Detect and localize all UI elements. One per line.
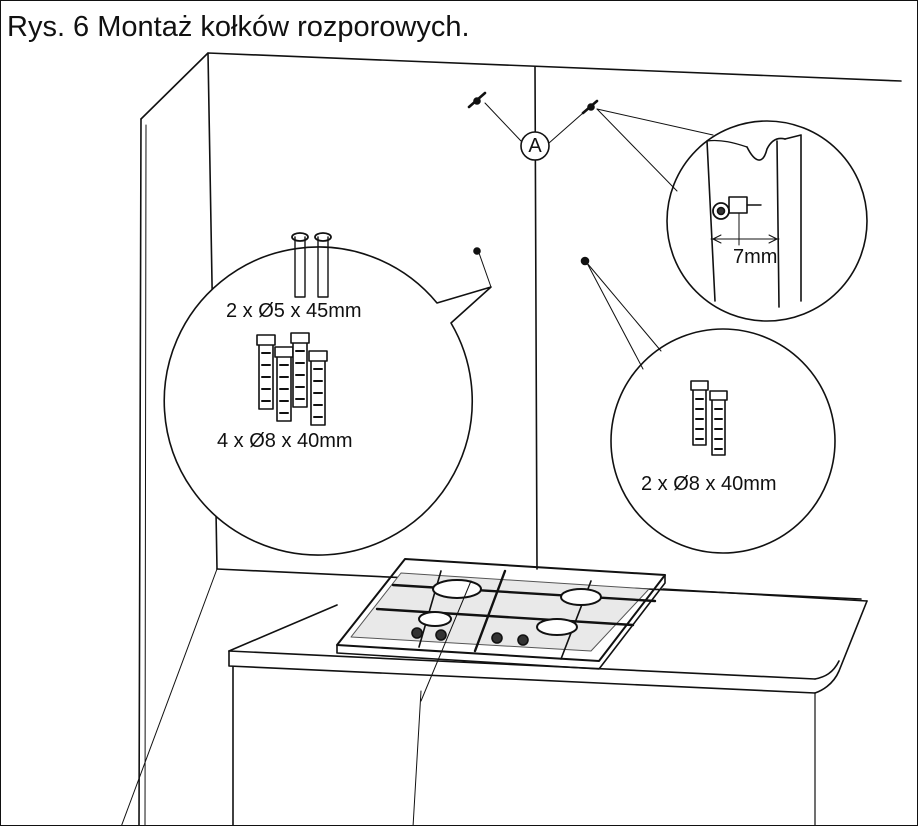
anchor-point-a-right	[581, 99, 599, 115]
wall-plug-icon	[290, 332, 310, 408]
gas-hob-icon	[336, 558, 666, 702]
marker-a	[484, 102, 584, 161]
wall-plugs-right-spec-label: 2 x Ø8 x 40mm	[641, 473, 777, 495]
wall-plug-icon	[709, 390, 728, 456]
right-parts-callout	[586, 262, 836, 554]
wall-plug-icon	[308, 350, 328, 426]
screw-icon	[314, 232, 332, 298]
figure-title: Rys. 6 Montaż kołków rozporowych.	[7, 11, 470, 43]
screws-spec-label: 2 x Ø5 x 45mm	[226, 300, 362, 322]
wall-plug-icon	[274, 346, 294, 422]
anchor-point-a-left	[467, 91, 487, 109]
hook-icon	[712, 196, 762, 220]
anchor-hole-left	[473, 247, 481, 255]
hook-detail-callout	[596, 108, 868, 322]
protrusion-dimension-label: 7mm	[733, 246, 778, 268]
screw-icon	[291, 232, 309, 298]
wall-plug-icon	[256, 334, 276, 410]
wall-plugs-left-spec-label: 4 x Ø8 x 40mm	[217, 430, 353, 452]
marker-a-label: A	[528, 135, 542, 157]
wall-plug-icon	[690, 380, 709, 446]
left-parts-callout	[163, 232, 492, 556]
